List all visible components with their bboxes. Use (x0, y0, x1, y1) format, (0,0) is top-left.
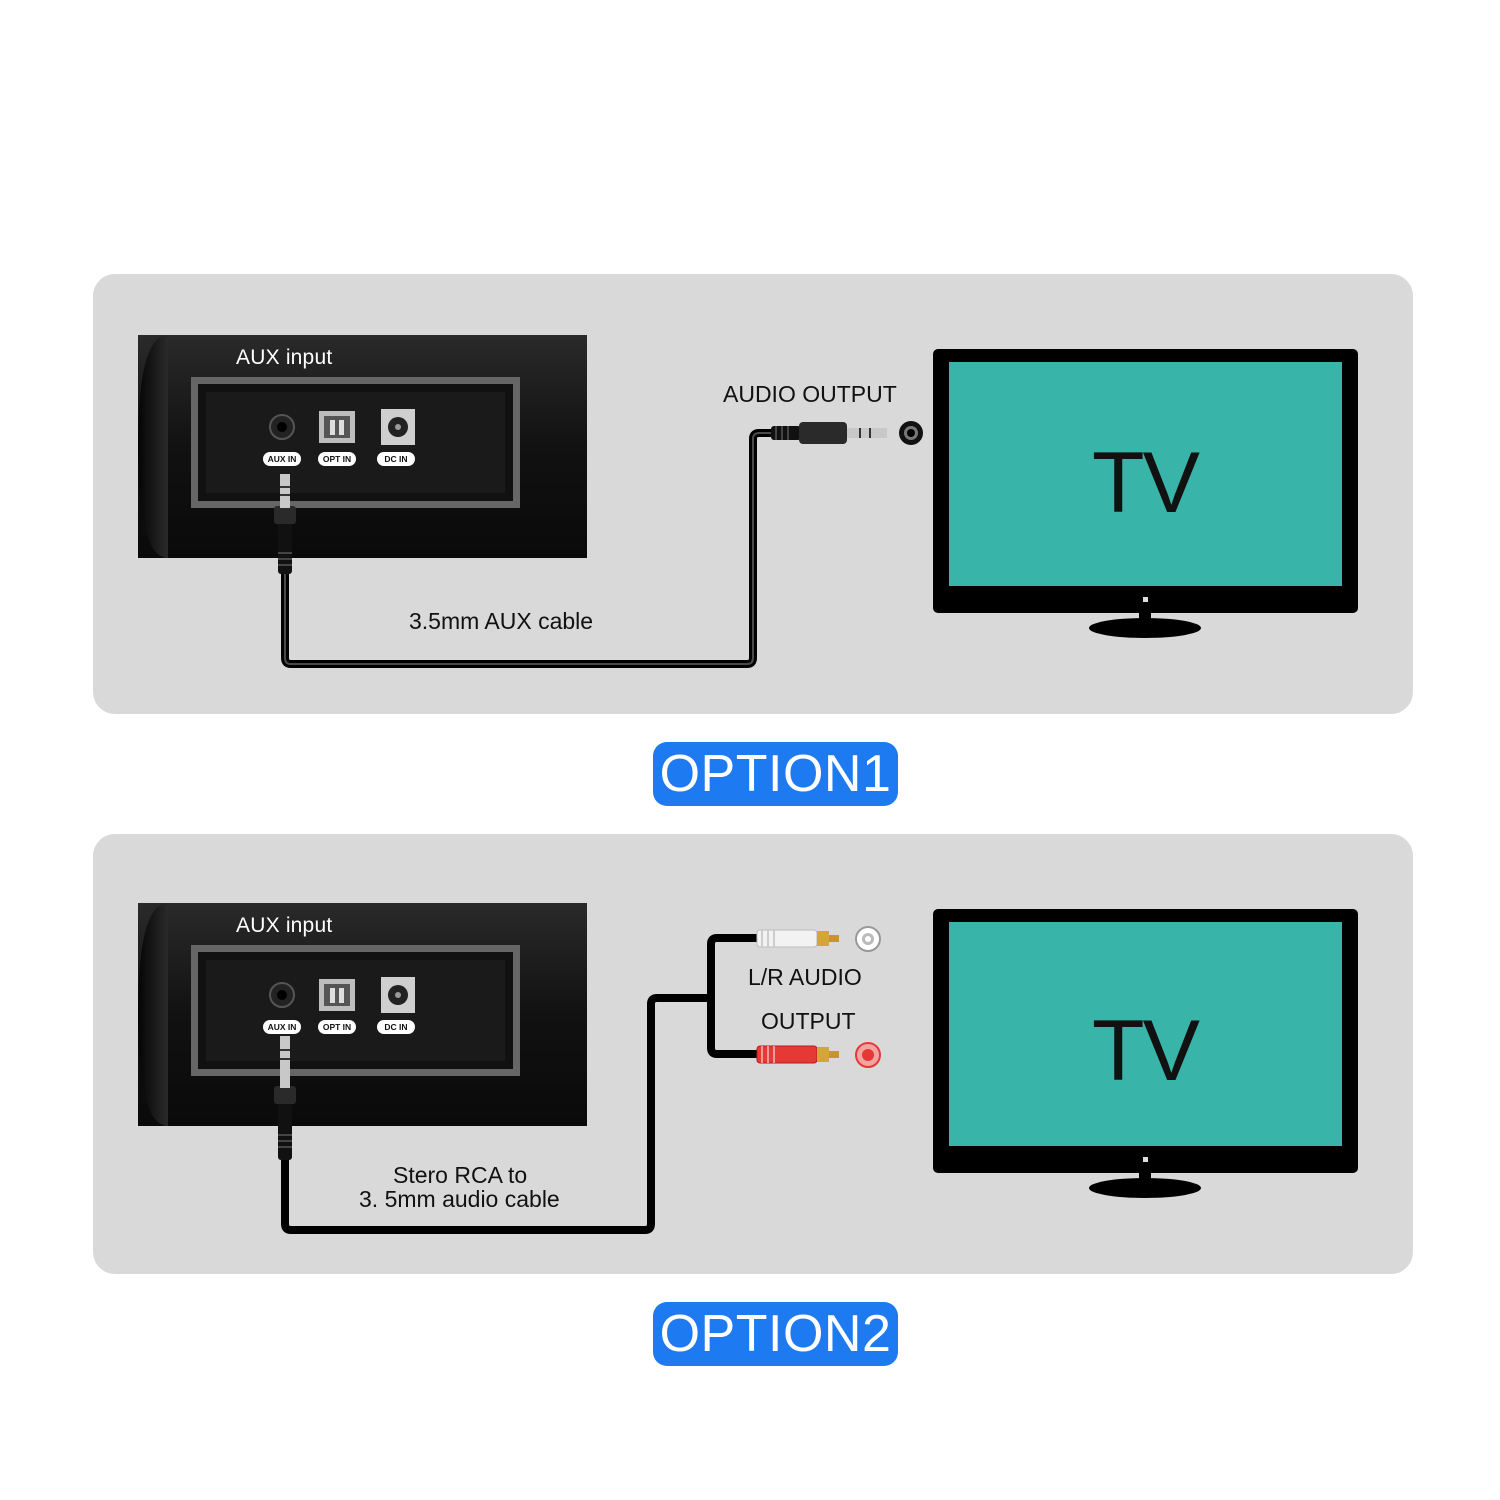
cable-label-line2: 3. 5mm audio cable (359, 1186, 560, 1212)
opt-in-label: OPT IN (318, 1020, 356, 1034)
soundbar (138, 335, 587, 558)
tv (933, 909, 1358, 1198)
rca-white-plug (756, 929, 839, 948)
tv-screen (949, 362, 1342, 586)
dc-in-label: DC IN (377, 1020, 415, 1034)
dc-in-label: DC IN (377, 452, 415, 466)
dc-in-port (381, 977, 415, 1013)
option1-diagram (138, 335, 1358, 668)
soundbar (138, 903, 587, 1126)
rca-red-plug (756, 1045, 839, 1064)
output-label: OUTPUT (761, 1008, 856, 1034)
cable-label: 3.5mm AUX cable (409, 608, 594, 634)
tv-screen (949, 922, 1342, 1146)
dc-in-port (381, 409, 415, 445)
opt-in-port (319, 411, 355, 443)
option2-badge: OPTION2 (653, 1302, 898, 1366)
tv-label: TV (1092, 1003, 1200, 1099)
tv (933, 349, 1358, 638)
rca-white-jack (855, 926, 881, 952)
aux-in-label: AUX IN (263, 452, 301, 466)
option2-panel: AUX input AUX IN OPT IN DC IN L/R AUDIO … (93, 834, 1413, 1274)
tv-label: TV (1092, 435, 1200, 531)
option2-diagram (138, 903, 1358, 1234)
aux-in-label: AUX IN (263, 1020, 301, 1034)
opt-in-label: OPT IN (318, 452, 356, 466)
rca-cable (274, 929, 839, 1234)
aux-cable (274, 422, 887, 668)
option1-panel: AUX input AUX IN OPT IN DC IN AUDIO OUTP… (93, 274, 1413, 714)
cable-label-line1: Stero RCA to (393, 1162, 528, 1188)
audio-output-jack (899, 421, 923, 445)
audio-output-label: AUDIO OUTPUT (723, 381, 897, 407)
aux-input-label: AUX input (236, 346, 333, 369)
lr-audio-label: L/R AUDIO (748, 964, 862, 990)
aux-input-label: AUX input (236, 914, 333, 937)
option1-badge: OPTION1 (653, 742, 898, 806)
rca-red-jack (855, 1042, 881, 1068)
opt-in-port (319, 979, 355, 1011)
